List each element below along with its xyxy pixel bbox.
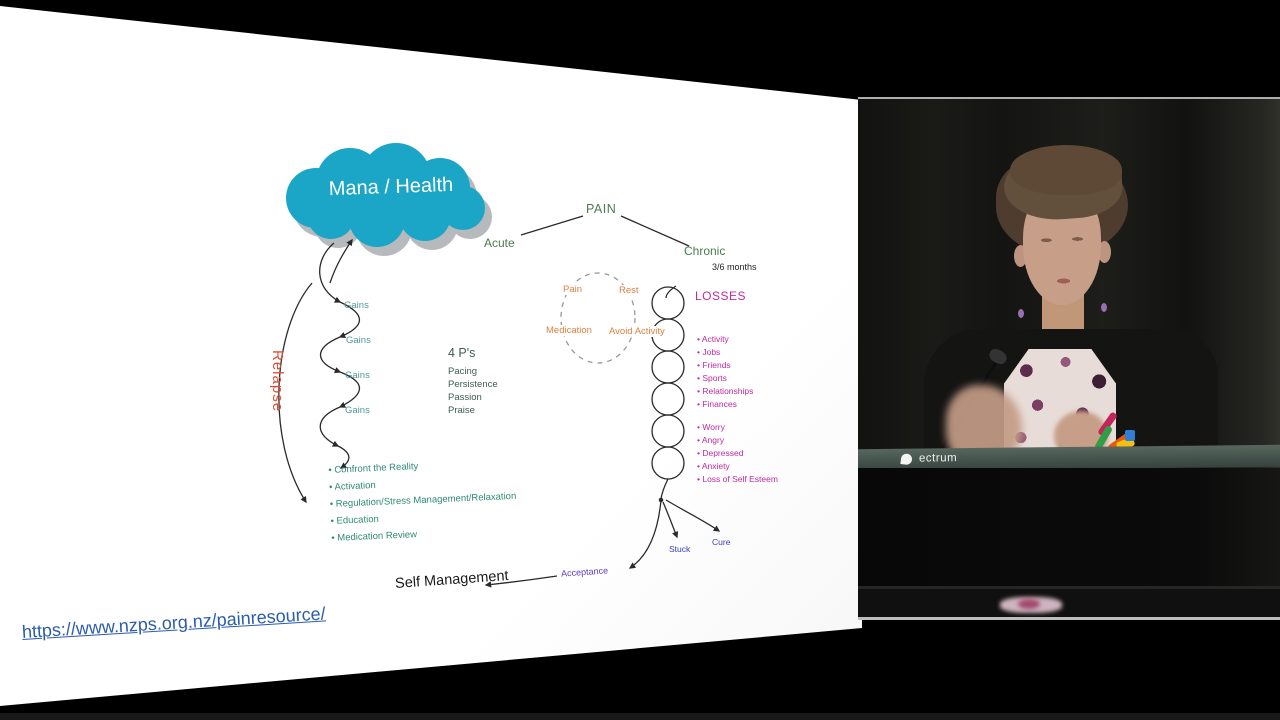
four-ps-list: Pacing Persistence Passion Praise [448,365,498,417]
gains-squiggle [319,242,360,469]
four-ps-item: Passion [448,392,482,403]
gains-to-cloud-arrow [329,238,353,284]
podium-logo-text: ectrum [918,452,958,465]
losses-title: LOSSES [695,289,747,303]
losses-item: Friends [697,359,753,372]
chronic-label: Chronic [684,244,726,258]
cure-label: Cure [712,537,731,547]
earring [1018,309,1024,318]
losses-item: Relationships [697,385,753,398]
losses-item: Loss of Self Esteem [697,473,778,486]
duration-label: 3/6 months [712,262,757,272]
projected-slide: Mana / Health PAIN Acute Chronic 3/6 mon… [0,0,862,720]
relapse-label: Relapse [269,350,286,413]
podium-logo-icon [900,453,913,466]
marker-pen-blue-cap [1125,430,1135,441]
losses-item: Depressed [697,447,778,460]
gains-label: Gains [344,300,369,311]
losses-item: Jobs [697,346,753,359]
podium-reflection [1018,599,1040,609]
gains-label: Gains [345,370,370,381]
video-top-edge [858,97,1280,99]
four-ps-item: Pacing [448,366,478,377]
cloud-shadow [293,152,492,256]
four-ps-title: 4 P's [448,346,476,360]
coil-to-cure-arrow [665,499,721,532]
cycle-rest-label: Rest [617,285,641,296]
acceptance-label: Acceptance [560,565,609,579]
losses-list-2: Worry Angry Depressed Anxiety Loss of Se… [697,421,778,486]
pain-chronic-line [620,215,690,247]
losses-item: Sports [697,372,753,385]
speaker-hair-fringe [1010,145,1122,195]
self-management-label: Self Management [394,568,510,592]
four-ps-item: Persistence [448,379,498,390]
coil-to-acceptance-arrow [628,499,662,569]
bottom-letterbox-strip [0,713,1280,720]
pain-acute-line [520,215,584,236]
losses-list-1: Activity Jobs Friends Sports Relationshi… [697,333,754,411]
podium-bottom-edge [858,617,1280,620]
cycle-medication-label: Medication [544,325,594,336]
losses-item: Activity [697,333,753,346]
chronic-coil [651,285,685,500]
strategies-list: Confront the Reality Activation Regulati… [328,454,518,547]
losses-item: Worry [697,421,778,434]
gains-label: Gains [346,335,371,346]
acute-label: Acute [484,236,515,250]
cycle-avoid-activity-label: Avoid Activity [607,326,667,337]
podium-lower-panel [858,589,1280,617]
resource-url: https://www.nzps.org.nz/painresource/ [21,603,327,642]
losses-item: Finances [697,398,753,411]
podium-front [858,468,1280,586]
gains-label: Gains [345,405,370,416]
podium-seam [858,586,1280,589]
losses-item: Angry [697,434,778,447]
speaker-video-panel: ectrum [858,97,1280,620]
cycle-pain-label: Pain [561,284,585,295]
cloud-label: Mana / Health [328,173,454,201]
losses-item: Anxiety [697,460,778,473]
earring [1101,303,1107,312]
speaker-ear [1098,241,1111,263]
pain-label: PAIN [586,202,617,216]
stuck-label: Stuck [669,544,691,554]
four-ps-item: Praise [448,405,475,416]
coil-to-stuck-arrow [662,501,679,539]
